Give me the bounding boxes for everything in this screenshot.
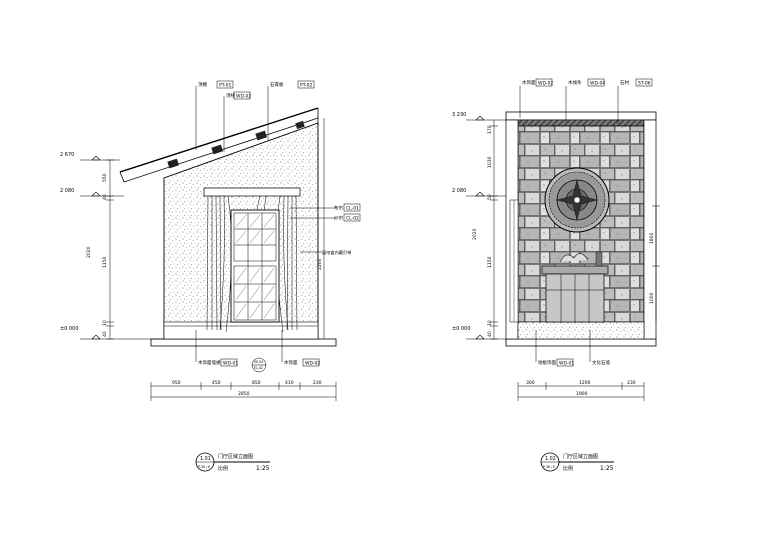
title-sheet: P-36 / E	[543, 465, 555, 469]
drawing-title-1: 1.01 P-36 / E 门厅区域立面图 比例 1:25	[195, 452, 270, 472]
dim-label: 850	[252, 380, 261, 386]
callout-label: 窗帘盒内藏灯带	[322, 249, 351, 256]
dim-label: 40	[102, 331, 108, 337]
level-label: 2 670	[60, 152, 74, 158]
title-sub: 比例	[563, 465, 573, 472]
left-elevation: 2 670 2 080 ±0 000 550 40 2020 1150 10 4…	[60, 80, 361, 472]
level-label: 3 230	[452, 112, 466, 118]
level-markers	[80, 155, 164, 340]
dim-label: 10	[487, 320, 493, 326]
dim-label: 450	[212, 380, 221, 386]
dim-label: 40	[102, 194, 108, 200]
dim-label: 10	[102, 320, 108, 326]
floor-slab	[150, 338, 337, 347]
dim-label: 1200	[579, 380, 591, 386]
ornament-medallion	[544, 167, 610, 233]
callout-code: WD-04	[590, 81, 605, 87]
window	[230, 209, 280, 323]
callout-label: 木饰面墙裙	[198, 359, 221, 366]
callout-label: 木线条	[568, 79, 582, 86]
section-tag-num: SE-04	[254, 360, 263, 364]
floor-slab	[505, 338, 657, 347]
title-scale: 1:25	[256, 465, 270, 472]
callout-code: PT-02	[300, 83, 313, 89]
title-num: 1.02	[545, 456, 556, 462]
dim-label: 230	[627, 380, 636, 386]
level-label: 2 080	[452, 188, 466, 194]
dim-label: 1030	[487, 156, 493, 168]
dim-label: 170	[487, 125, 493, 134]
callout-label: 石材	[620, 79, 629, 86]
dim-label: 2020	[472, 228, 478, 240]
dim-label: 1800	[649, 232, 655, 244]
level-label: ±0 000	[452, 326, 471, 332]
callout-code: WD-02	[538, 81, 553, 87]
dim-label: 2020	[86, 246, 92, 258]
callout-label: 石膏板	[270, 81, 284, 88]
title-name: 门厅区域立面图	[218, 453, 253, 460]
callout-label: 顶棚	[198, 81, 207, 88]
section-tag-sheet: EL-02	[254, 366, 263, 370]
drawing-title-2: 1.02 P-36 / E 门厅区域立面图 比例 1:25	[540, 452, 614, 472]
callout-label: 木饰面	[522, 79, 536, 86]
callout-label: 顶线	[226, 92, 235, 99]
callout-label: 纱帘	[334, 215, 343, 222]
wainscot-band	[163, 321, 319, 340]
callout-label: 地板饰面	[538, 359, 556, 366]
title-sub: 比例	[218, 465, 228, 472]
callout-code: WD-01	[223, 361, 238, 367]
dim-label: 1150	[487, 256, 493, 268]
callout-code: WD-02	[305, 361, 320, 367]
curtain-box	[203, 187, 301, 197]
dim-label: 300	[526, 380, 535, 386]
dim-label: 410	[285, 380, 294, 386]
callout-code: CL-02	[346, 216, 359, 222]
title-scale: 1:25	[600, 465, 614, 472]
dim-label: 550	[102, 173, 108, 182]
dim-label: 230	[313, 380, 322, 386]
right-elevation: 3 230 2 080 ±0 000 170 1030 50 2020 1150…	[452, 78, 660, 472]
dim-total: 1900	[576, 391, 588, 397]
dim-label: 950	[172, 380, 181, 386]
dim-label: 1000	[649, 292, 655, 304]
dim-total: 2850	[238, 391, 250, 397]
title-sheet: P-36 / E	[198, 465, 210, 469]
callout-code: WD-01	[559, 361, 574, 367]
callout-code: PT-01	[219, 83, 232, 89]
dim-label: 2200	[317, 258, 323, 270]
level-label: ±0 000	[60, 326, 79, 332]
callout-code: ST-06	[638, 81, 651, 87]
title-num: 1.01	[200, 456, 211, 462]
dim-label: 1150	[102, 256, 108, 268]
callout-label: 木饰面	[284, 359, 298, 366]
level-label: 2 080	[60, 188, 74, 194]
callout-code: WD-02	[236, 94, 251, 100]
console-cabinet	[541, 251, 609, 323]
title-name: 门厅区域立面图	[563, 453, 598, 460]
callout-label: 布帘	[334, 205, 343, 212]
callout-code: CL-01	[346, 206, 359, 212]
dim-label: 50	[487, 194, 493, 200]
dim-label: 40	[487, 331, 493, 337]
callout-label: 文化石墙	[592, 359, 610, 366]
